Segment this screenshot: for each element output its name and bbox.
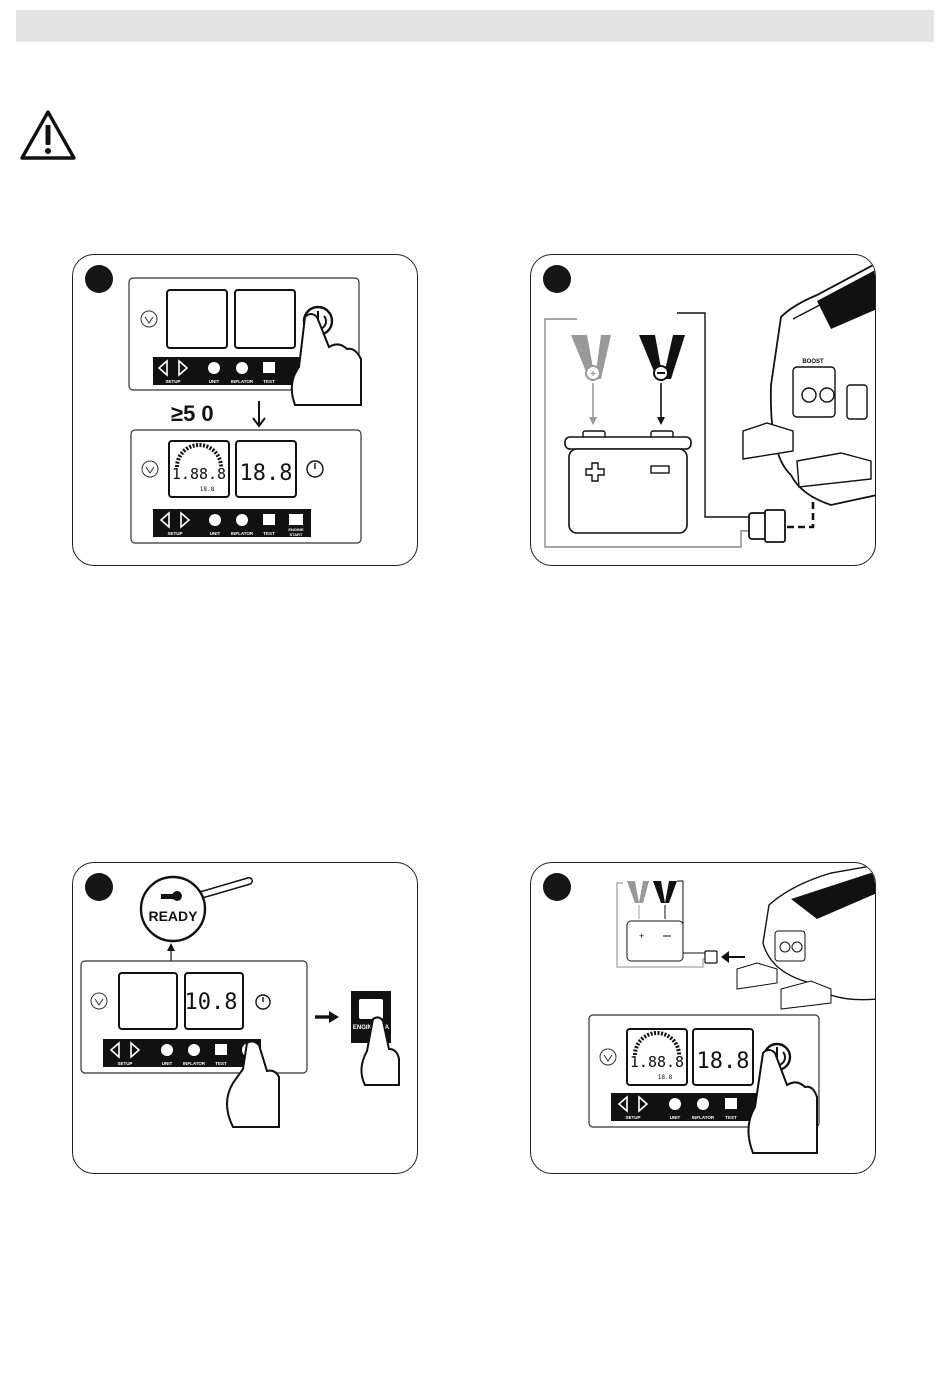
step-1-panel: SETUP UNIT INFLATOR TEST ≥5 0 1.88.8 18.…: [72, 254, 418, 566]
test-label: TEST: [263, 531, 275, 536]
negative-clamp-icon: [639, 335, 685, 425]
hold-time-text: ≥5 0: [171, 401, 214, 426]
engine-icon: [359, 999, 383, 1019]
positive-clamp-icon: +: [571, 335, 611, 425]
test-label: TEST: [215, 1061, 227, 1066]
battery-icon-small: [627, 921, 683, 961]
inflator-label: INFLATOR: [231, 379, 254, 384]
test-icon: [263, 362, 275, 373]
setup-label: SETUP: [165, 379, 180, 384]
unit-label: UNIT: [210, 531, 221, 536]
ready-text: READY: [148, 908, 198, 924]
unit-label: UNIT: [162, 1061, 173, 1066]
left-display-off: [119, 973, 177, 1029]
left-display-off: [167, 290, 227, 348]
right-readout: 18.8: [240, 461, 293, 486]
left-readout: 1.88.8: [172, 465, 226, 483]
step-3-panel: READY 10.8 SETUP UNIT INFLATOR TEST: [72, 862, 418, 1174]
setup-label: SETUP: [167, 531, 182, 536]
black-cable: [677, 313, 753, 517]
jump-starter-device-small: [737, 865, 876, 1009]
test-label: TEST: [725, 1115, 737, 1120]
inflator-label: INFLATOR: [183, 1061, 206, 1066]
connector-plug: [749, 510, 785, 542]
step-4-panel: + 1.88.8 18.8 18.8: [530, 862, 876, 1174]
gear-icon: [208, 362, 220, 374]
left-readout-label: 1.88.8: [630, 1053, 684, 1071]
header-bar: [16, 10, 934, 42]
unit-label: UNIT: [670, 1115, 681, 1120]
jump-starter-device: BOOST: [743, 263, 876, 505]
left-sub-label: 18.8: [658, 1074, 673, 1081]
right-readout-label: 18.8: [697, 1049, 750, 1074]
test-label: TEST: [263, 379, 275, 384]
boost-label: BOOST: [802, 359, 824, 365]
battery-icon: [565, 431, 691, 533]
unit-label: UNIT: [209, 379, 220, 384]
setup-label: SETUP: [625, 1115, 640, 1120]
positive-clamp-icon-small: [627, 881, 649, 919]
setup-label: SETUP: [117, 1061, 132, 1066]
connector-plug-small: [705, 951, 717, 963]
svg-text:+: +: [639, 931, 644, 941]
svg-text:+: +: [590, 369, 596, 380]
inflator-label: INFLATOR: [231, 531, 254, 536]
negative-clamp-icon-small: [653, 881, 677, 919]
right-display-off: [235, 290, 295, 348]
inflator-label: INFLATOR: [692, 1115, 715, 1120]
left-sub-label: 18.8: [200, 486, 215, 493]
step-2-panel: +: [530, 254, 876, 566]
inflator-icon: [236, 362, 248, 374]
start-label: START: [289, 532, 303, 537]
ready-voltage: 10.8: [185, 990, 238, 1015]
engine-start-icon: [289, 514, 303, 525]
warning-icon: [18, 108, 78, 162]
ready-magnifier: READY: [141, 877, 249, 941]
